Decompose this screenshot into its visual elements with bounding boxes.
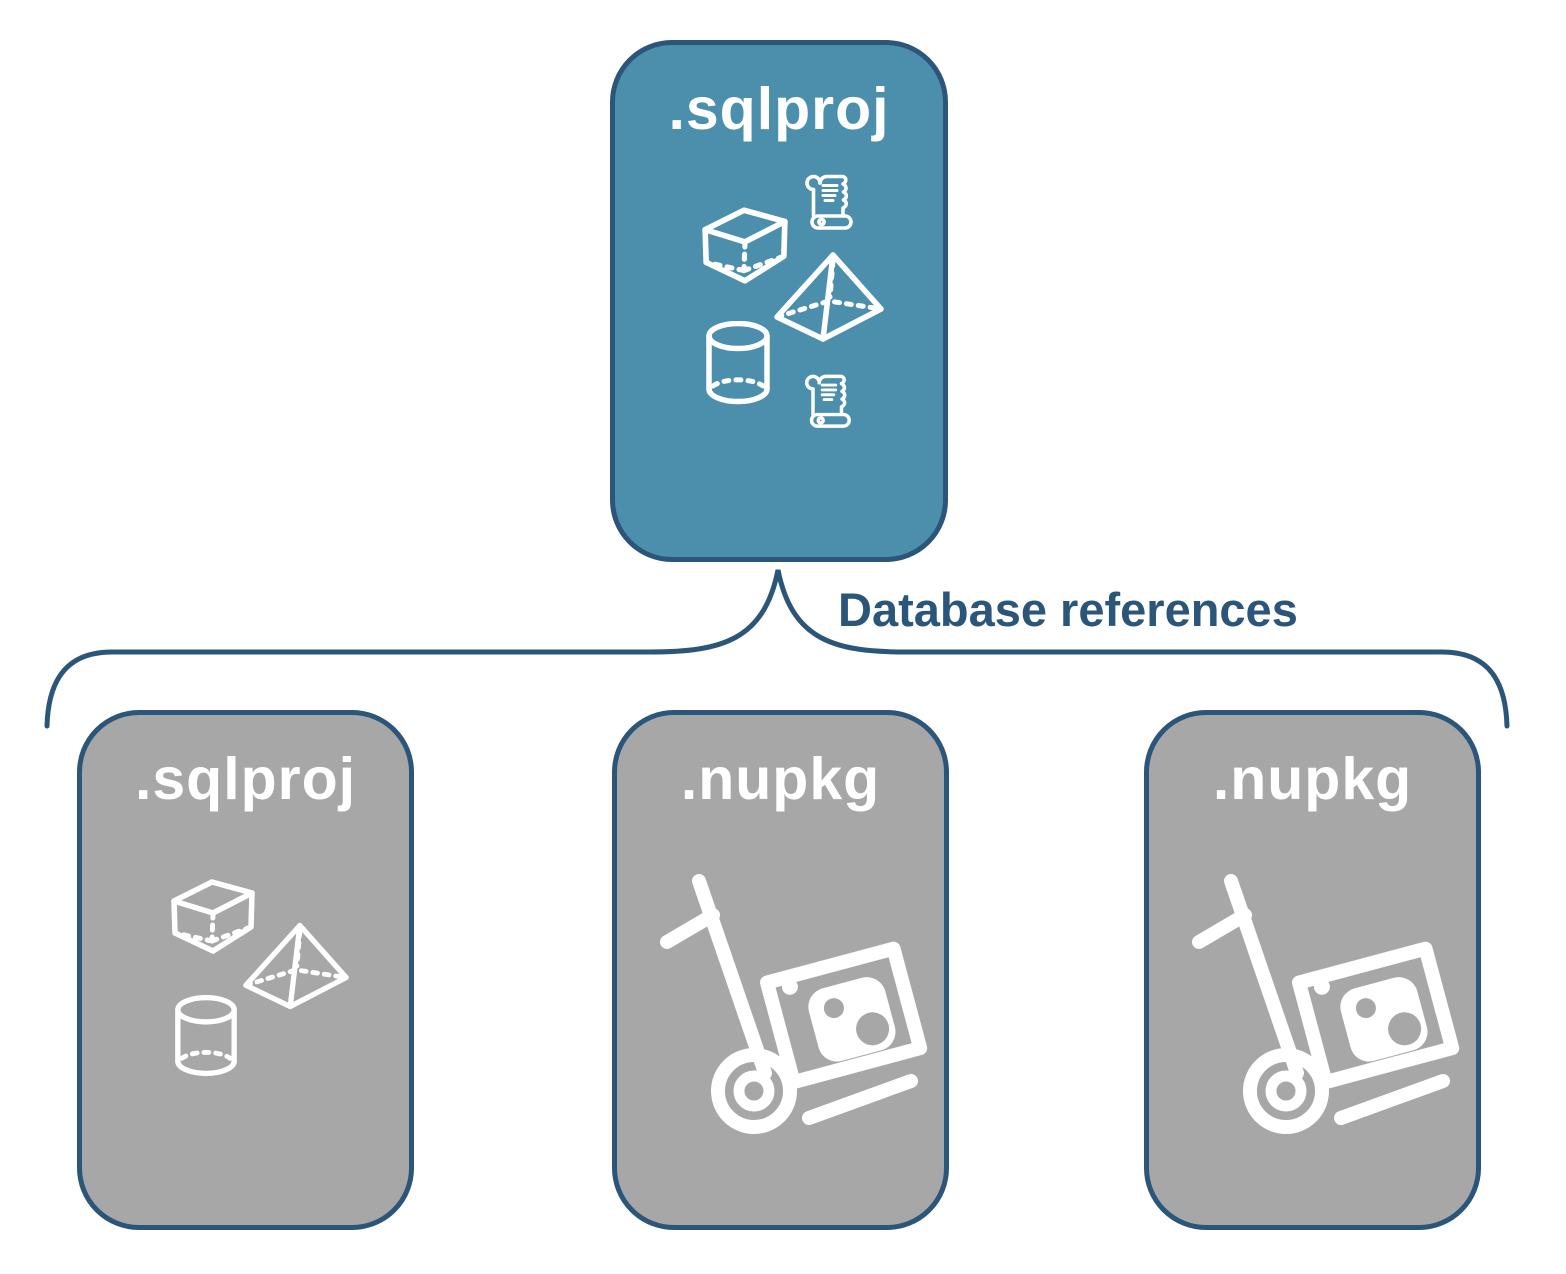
card-title: .sqlproj [134,746,357,812]
cylinder-icon [172,995,240,1077]
connector-label: Database references [838,583,1298,636]
card-nupkg-child: .nupkg [1144,710,1481,1230]
script-scroll-icon [799,373,855,431]
card-sqlproj-root: .sqlproj [610,40,948,562]
card-sqlproj-child: .sqlproj [77,710,414,1230]
pyramid-icon [242,921,350,1011]
cylinder-icon [703,321,773,405]
card-title: .sqlproj [668,76,890,142]
card-title: .nupkg [680,746,881,812]
script-scroll-icon [799,173,857,233]
nuget-handtruck-icon [657,873,949,1145]
pyramid-icon [773,251,885,343]
card-nupkg-child: .nupkg [612,710,949,1230]
nuget-handtruck-icon [1189,873,1481,1145]
card-title: .nupkg [1212,746,1413,812]
